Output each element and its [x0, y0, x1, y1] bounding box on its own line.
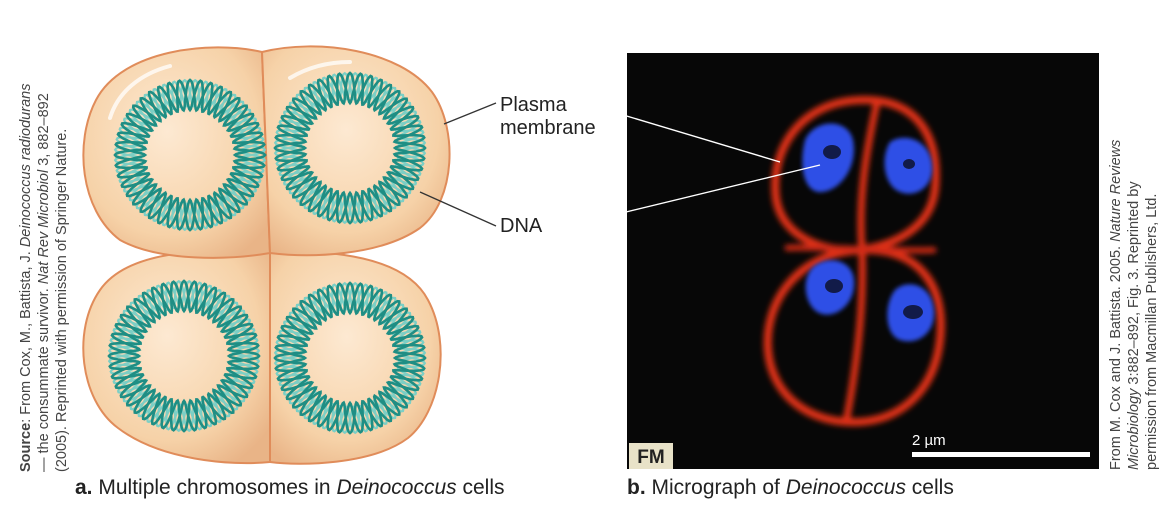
svg-text:From M. Cox and J. Battista. 2: From M. Cox and J. Battista. 2005. Natur…: [1108, 140, 1124, 470]
scale-bar-label: 2 µm: [912, 432, 946, 449]
caption-a-end: cells: [456, 476, 505, 499]
credit-journal-1: Nature Reviews: [1108, 140, 1124, 242]
dna-strand: [113, 79, 267, 231]
dna-strand: [274, 71, 426, 225]
source-journal: Nat Rev Microbiol: [36, 169, 52, 284]
credit-journal-2: Microbiology: [1126, 388, 1142, 470]
source-bold: Source: [18, 423, 34, 472]
plasma-label-line2: membrane: [500, 117, 596, 139]
source-text-2: — the consummate survivor.: [36, 284, 52, 472]
left-source-credit: Source: From Cox, M., Battista, J. Deino…: [18, 84, 70, 472]
credit-text-2: 3:882–892, Fig. 3. Reprinted by: [1126, 181, 1142, 389]
source-text-1: : From Cox, M., Battista, J.: [18, 247, 34, 423]
dna-ring: [107, 279, 261, 433]
fm-badge-text: FM: [637, 447, 664, 468]
micrograph-leaders: [559, 101, 821, 229]
fm-badge: [629, 443, 673, 469]
svg-text:— the consummate survivor. Nat: — the consummate survivor. Nat Rev Micro…: [36, 93, 52, 472]
dna-label: DNA: [500, 215, 543, 237]
micrograph: FM 2 µm: [627, 53, 1099, 469]
dna-strand: [108, 279, 260, 433]
credit-text-3: permission from Macmillan Publishers, Lt…: [1144, 194, 1160, 470]
membrane-signal: [763, 95, 945, 427]
source-species: Deinococcus radiodurans: [18, 84, 34, 248]
svg-text:Source: From Cox, M., Battista: Source: From Cox, M., Battista, J. Deino…: [18, 84, 34, 472]
caption-a-letter: a.: [75, 476, 93, 499]
dna-strand: [273, 72, 427, 224]
nucleoid-holes: [823, 145, 923, 319]
plasma-label-line1: Plasma: [500, 94, 568, 116]
caption-a-text: Multiple chromosomes in: [92, 476, 337, 499]
scale-bar: [912, 452, 1090, 457]
source-text-3: 3, 882–892: [36, 93, 52, 170]
leader-lines: [419, 102, 497, 227]
caption-b-species: Deinococcus: [785, 476, 906, 499]
caption-b-text: Micrograph of: [645, 476, 786, 499]
caption-a: a. Multiple chromosomes in Deinococcus c…: [75, 476, 505, 500]
dna-rings: [107, 71, 427, 435]
labels: Plasma membrane DNA: [500, 94, 596, 237]
caption-a-species: Deinococcus: [336, 476, 457, 499]
dna-strand: [273, 282, 427, 434]
credit-text-1: From M. Cox and J. Battista. 2005.: [1108, 242, 1124, 470]
dna-ring: [113, 78, 267, 232]
dna-ring: [273, 281, 427, 435]
cell-highlights: [108, 60, 352, 120]
caption-b-letter: b.: [627, 476, 646, 499]
dna-ring: [273, 71, 427, 225]
caption-b: b. Micrograph of Deinococcus cells: [627, 476, 954, 500]
dna-strand: [274, 281, 426, 435]
source-text-4: (2005). Reprinted with permission of Spr…: [54, 129, 70, 472]
svg-text:Microbiology 3:882–892, Fig. 3: Microbiology 3:882–892, Fig. 3. Reprinte…: [1126, 181, 1142, 470]
dna-strand: [114, 78, 266, 232]
dna-strand: [107, 280, 261, 432]
caption-b-end: cells: [905, 476, 954, 499]
right-source-credit: From M. Cox and J. Battista. 2005. Natur…: [1108, 140, 1160, 470]
